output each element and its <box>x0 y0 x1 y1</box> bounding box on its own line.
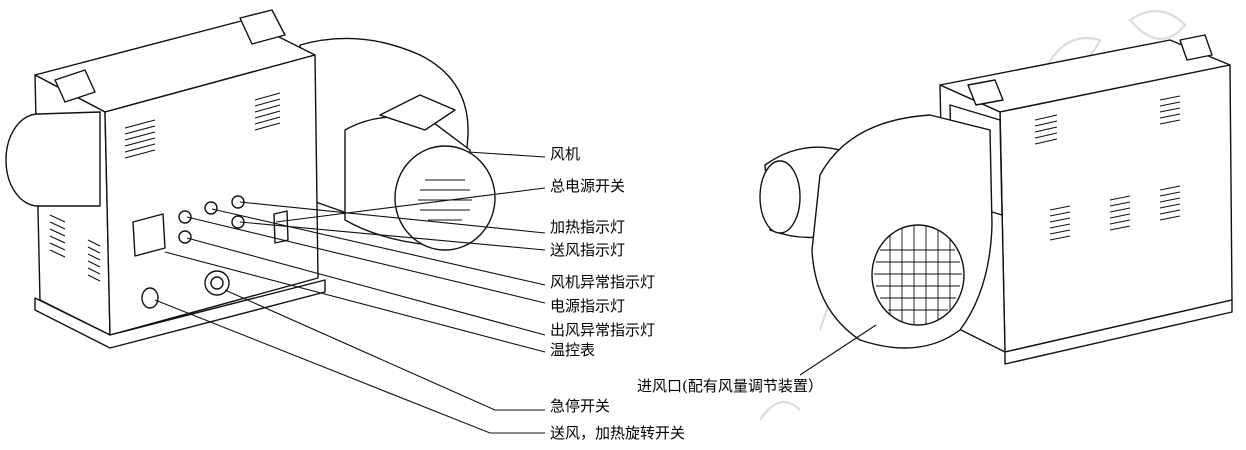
label-outlet-fault-indicator: 出风异常指示灯 <box>550 321 656 339</box>
label-air-inlet: 进风口(配有风量调节装置） <box>637 377 823 395</box>
label-rotary-switch: 送风，加热旋转开关 <box>550 424 686 442</box>
label-heating-indicator: 加热指示灯 <box>550 218 626 236</box>
label-fan-fault-indicator: 风机异常指示灯 <box>550 273 656 291</box>
label-power-indicator: 电源指示灯 <box>550 297 626 315</box>
leader-lines <box>154 151 877 434</box>
label-fan: 风机 <box>550 145 581 163</box>
label-air-supply-indicator: 送风指示灯 <box>550 241 626 259</box>
right-unit <box>759 34 1233 365</box>
left-unit <box>5 9 496 349</box>
label-temperature-controller: 温控表 <box>550 341 596 359</box>
label-emergency-stop: 急停开关 <box>550 397 611 415</box>
label-main-power-switch: 总电源开关 <box>550 177 626 195</box>
